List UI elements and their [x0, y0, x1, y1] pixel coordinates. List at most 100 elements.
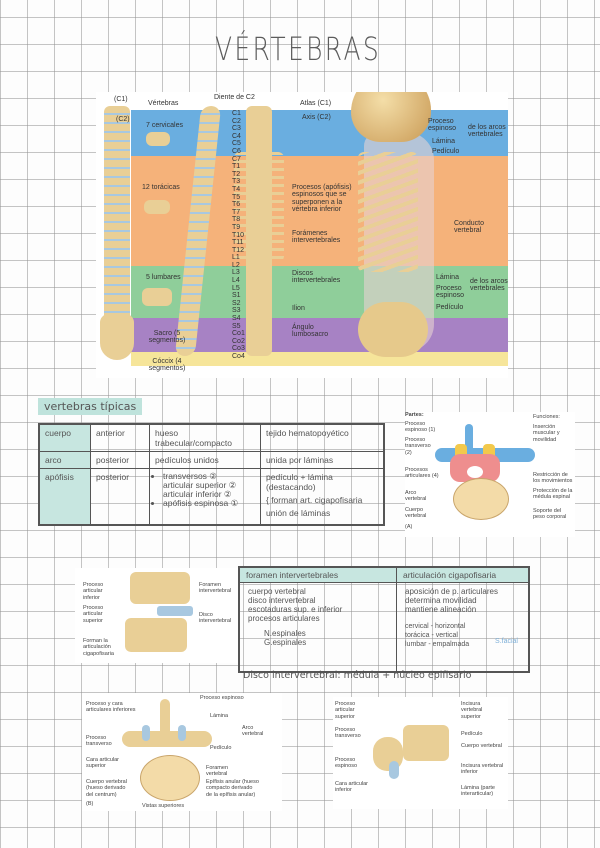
sample-cervical-vertebra	[146, 132, 170, 146]
vertebra-label: T3	[232, 178, 241, 186]
label-parte: Cuerpo vertebral	[405, 507, 427, 520]
header-articulacion: articulación cigapofisaria	[396, 566, 530, 583]
foramen-item: G.espinales	[264, 638, 307, 647]
cell-desc-list: transversos ② articular superior ② artic…	[149, 468, 261, 525]
vertebra-label: C1	[232, 110, 241, 117]
cara-articular-shape	[142, 725, 150, 741]
label-discos: Discos intervertebrales	[292, 270, 341, 285]
label-toracicas: 12 torácicas	[142, 184, 180, 191]
label-pediculo-top: Pedículo	[432, 148, 460, 155]
foramen-item: N.espinales	[264, 629, 306, 638]
ribs-posterior	[234, 152, 284, 262]
vertebra-label: S3	[232, 307, 241, 315]
header-foramen: foramen intervertebrales	[238, 566, 397, 583]
cell-part: apófisis	[38, 468, 91, 525]
cara-articular-shape	[389, 761, 399, 779]
label-fig-b: Proceso transverso	[86, 735, 112, 748]
label-funcion: Soporte del peso corporal	[533, 508, 567, 521]
label-proceso-articular-inferior: Proceso articular inferior	[83, 582, 104, 601]
vertebra-label: C6	[232, 147, 241, 155]
region-coccyx	[131, 352, 508, 366]
cell-note: unida por láminas	[260, 451, 385, 469]
disc-shape	[157, 606, 193, 616]
ribcage-lateral	[358, 152, 418, 272]
articulacion-item: mantiene alineación	[405, 605, 477, 614]
figure-caption: Vistas superiores	[142, 803, 185, 809]
label-procesos-espinosos: Procesos (apófisis) espinosos que se sup…	[292, 184, 352, 214]
label-fig-c: Lámina (parte interarticular)	[461, 785, 495, 798]
label-proceso-espinoso-bottom: Proceso espinoso	[436, 285, 465, 300]
label-c1: (C1)	[114, 96, 128, 103]
vertebra-label: T4	[232, 185, 241, 193]
vertebra-label: L3	[232, 269, 240, 277]
cuerpo-vertebral-shape	[453, 478, 509, 520]
vertebra-label: L2	[232, 261, 240, 269]
label-disco-intervertebral: Disco intervertebral	[199, 612, 232, 625]
label-articulacion-cigapofisaria: Forman la articulación cigapofisaria	[83, 638, 114, 657]
vertebra-superior-diagram-a: Partes: Proceso espinoso (1) Proceso tra…	[405, 412, 575, 537]
label-fig-c: Proceso transverso	[335, 727, 361, 740]
cell-part: arco	[38, 451, 91, 469]
label-parte: Arco vertebral	[405, 490, 427, 503]
vertebra-label: T6	[232, 201, 241, 209]
label-parte: Proceso transverso (2)	[405, 437, 431, 456]
label-fig-c: Incisura vertebral inferior	[461, 763, 504, 776]
vertebra-label: Co4	[232, 353, 245, 360]
articulacion-item: determina movilidad	[405, 596, 477, 605]
foramen-articulation-table: foramen intervertebrales articulación ci…	[238, 566, 530, 673]
cell-note-list: pedículo + lámina (destacando) { forman …	[260, 468, 385, 525]
label-sacro: Sacro (5 segmentos)	[148, 330, 186, 345]
articulacion-item: cervical - horizontal	[405, 623, 466, 630]
vertebra-label: T10	[232, 231, 245, 239]
cell-desc: hueso trabecular/compacto	[149, 423, 261, 452]
foramen-item: cuerpo vertebral	[248, 587, 306, 596]
note-item: pedículo + lámina (destacando)	[266, 472, 333, 492]
label-funcion: Restricción de los movimientos	[533, 472, 573, 485]
label-proceso-articular-superior: Proceso articular superior	[83, 605, 104, 624]
vertebra-label: T5	[232, 193, 241, 201]
label-fig-b: Cara articular superior	[86, 757, 120, 770]
vertebra-label: C2	[232, 117, 241, 125]
label-fig-b: Proceso espinoso	[200, 695, 244, 701]
label-foramen-intervertebral: Foramen intervertebral	[199, 582, 232, 595]
articulacion-item: lumbar - empalmada	[405, 641, 470, 648]
table-row: apófisis posterior transversos ② articul…	[38, 468, 385, 525]
label-fig-c: Incisura vertebral superior	[461, 701, 483, 720]
label-fig-b: Arco vertebral	[242, 725, 264, 738]
figure-tag: (B)	[86, 801, 94, 807]
label-c2: (C2)	[116, 116, 130, 123]
vertebra-label: S4	[232, 315, 241, 323]
label-fig-b: Foramen vertebral	[206, 765, 229, 778]
disc-note: Disco intervertebral: médula + núcleo ep…	[243, 670, 472, 681]
label-proceso-espinoso-top: Proceso espinoso	[428, 118, 457, 133]
label-funcion: Inserción muscular y movilidad	[533, 424, 560, 443]
label-vertebras: Vértebras	[148, 100, 179, 107]
label-arcos-bottom: de los arcos vertebrales	[470, 278, 508, 293]
typical-vertebrae-table: cuerpo anterior hueso trabecular/compact…	[38, 423, 385, 526]
label-fig-c: Cara articular inferior	[335, 781, 369, 794]
label-fig-c: Proceso espinoso	[335, 757, 358, 770]
cell-note: tejido hematopoyético	[260, 423, 385, 452]
label-fig-b: Cuerpo vertebral (hueso derivado del cen…	[86, 779, 127, 798]
spine-anterior-view	[104, 106, 130, 346]
skull-illustration	[351, 92, 431, 142]
foramen-cell: cuerpo vertebral disco intervertebral es…	[238, 582, 397, 673]
label-pediculo-bottom: Pedículo	[436, 304, 464, 311]
desc-item: articular inferior ②	[163, 489, 232, 499]
figure-tag: (A)	[405, 524, 413, 530]
note-item: { forman art. cigapofisaria	[266, 495, 363, 505]
vertebra-label: Co2	[232, 337, 245, 345]
funciones-title: Funciones:	[533, 414, 560, 420]
note-item: unión de láminas	[266, 508, 331, 518]
articulacion-item: torácica - vertical	[405, 632, 458, 639]
vertebra-label: S2	[232, 299, 241, 307]
pelvis-illustration	[358, 302, 428, 357]
label-fig-c: Cuerpo vertebral	[461, 743, 502, 749]
vertebra-superior-diagram-b: Proceso espinoso Proceso y cara articula…	[82, 693, 282, 811]
label-parte: Proceso espinoso (1)	[405, 421, 436, 434]
label-axis: Axis (C2)	[302, 114, 331, 121]
label-ilion: Ilion	[292, 305, 305, 312]
vertebra-lateral-diagram-c: Proceso articular superior Incisura vert…	[333, 697, 508, 809]
table-row: cuerpo vertebral disco intervertebral es…	[238, 582, 530, 673]
vertebra-label: T7	[232, 208, 241, 216]
